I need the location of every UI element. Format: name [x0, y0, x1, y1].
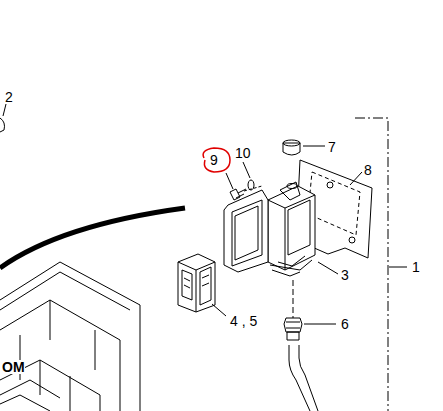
callout-number: 4 , 5: [230, 314, 257, 328]
partial-text: OM: [2, 360, 25, 374]
boundary-line: [355, 118, 388, 411]
leader-line: [318, 262, 338, 274]
frame-rails: [0, 262, 140, 411]
leader-line: [303, 146, 325, 147]
callout-number: 9: [210, 153, 218, 167]
leader-line: [3, 104, 6, 116]
callout-number: 6: [341, 317, 349, 331]
callout-number: 3: [341, 268, 349, 282]
hose: [289, 345, 318, 411]
part-2-edge: [0, 118, 5, 132]
highlight-circle: [203, 148, 230, 172]
module-housing: [268, 182, 315, 276]
callout-number: 10: [235, 146, 251, 160]
hose-fitting: [284, 280, 302, 340]
hole: [327, 182, 333, 188]
leader-line: [389, 267, 407, 268]
hole: [349, 237, 355, 243]
callout-number: 7: [328, 140, 336, 154]
gasket-inner: [308, 172, 360, 235]
electrical-connector: [178, 254, 215, 312]
leader-line: [304, 324, 336, 325]
cable: [0, 208, 185, 268]
callout-number: 2: [5, 90, 13, 104]
housing-cover: [224, 190, 268, 272]
callout-number: 8: [364, 163, 372, 177]
screw: [230, 186, 262, 200]
cap-top: [283, 140, 300, 146]
leader-line: [350, 172, 362, 185]
leader-line: [243, 162, 250, 178]
leader-line: [226, 173, 233, 189]
washer: [248, 180, 254, 190]
leader-line: [212, 304, 226, 316]
callout-number: 1: [412, 260, 420, 274]
